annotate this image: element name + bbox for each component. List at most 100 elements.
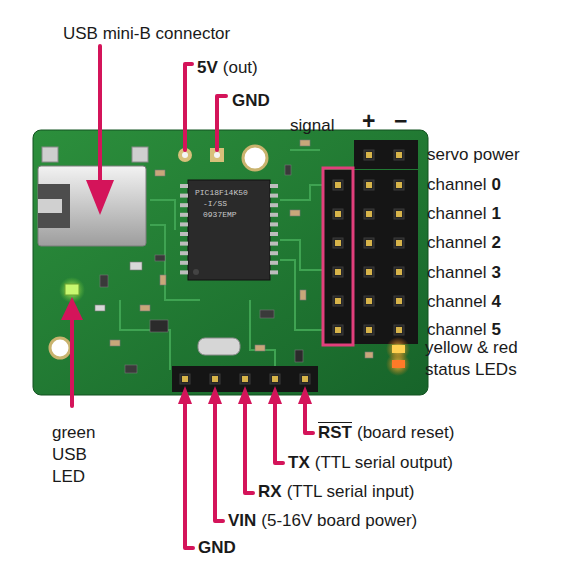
servo-header <box>324 170 418 344</box>
pin-socket <box>333 267 343 277</box>
smd-part <box>285 165 291 175</box>
smd-part <box>260 310 274 318</box>
label-group: green USB LED <box>52 422 104 488</box>
header-pin <box>335 327 341 333</box>
header-pin <box>366 327 372 333</box>
pin-label: channel <box>427 233 487 253</box>
smd-part <box>295 350 303 362</box>
usb-tab <box>42 147 58 162</box>
trace <box>290 149 320 151</box>
label-group: − <box>394 111 407 131</box>
column-label: signal <box>290 116 334 136</box>
header-pin <box>335 182 341 188</box>
usb-connector <box>38 166 146 246</box>
chip-pin <box>180 270 188 274</box>
leader-line <box>98 46 102 184</box>
pin-label: (TTL serial input) <box>287 482 415 502</box>
label-group: channel2 <box>427 233 501 253</box>
header-pin <box>396 327 402 333</box>
pin-socket <box>394 150 404 160</box>
mounting-hole <box>50 338 70 358</box>
label-group: RST(board reset) <box>318 423 454 443</box>
header-pin <box>335 298 341 304</box>
header-pin <box>366 298 372 304</box>
signal-column-outline <box>323 168 353 345</box>
chip-pin <box>270 261 278 265</box>
header-pins <box>333 150 404 335</box>
pin-label: channel <box>427 204 487 224</box>
arrow-head <box>61 297 83 320</box>
usb-tab <box>132 147 148 162</box>
chip-pin <box>180 222 188 226</box>
header-pin <box>396 240 402 246</box>
pin-label: TX <box>288 453 310 473</box>
pin-socket <box>394 209 404 219</box>
pin-label: 1 <box>492 204 501 224</box>
pin-label: VIN <box>228 511 256 531</box>
pin-socket <box>394 296 404 306</box>
pin-label: channel <box>427 320 487 340</box>
chip-pin <box>180 213 188 217</box>
chip-pin <box>180 251 188 255</box>
leader-line <box>185 64 192 150</box>
smd-part <box>110 340 120 346</box>
header-pin <box>182 376 188 382</box>
header-pin <box>366 269 372 275</box>
label-group: + <box>362 111 375 131</box>
pin-socket <box>394 238 404 248</box>
leader-line <box>185 400 193 548</box>
pin-socket <box>333 180 343 190</box>
smd-part <box>160 275 166 285</box>
pin-socket <box>333 238 343 248</box>
label-group: VIN(5-16V board power) <box>228 511 417 531</box>
pin-socket <box>364 238 374 248</box>
arrow-head <box>86 180 114 215</box>
arrow-head <box>208 386 222 404</box>
pin-label: (TTL serial output) <box>315 453 453 473</box>
serial-pins <box>180 374 310 384</box>
header-pin <box>366 152 372 158</box>
smd-part <box>365 352 373 358</box>
leader-line <box>70 318 74 406</box>
led-glow <box>386 352 410 376</box>
pin-label: RX <box>258 482 282 502</box>
pin-socket <box>333 209 343 219</box>
column-label: + <box>362 111 375 131</box>
header-pin <box>396 182 402 188</box>
pin-label: green USB LED <box>52 423 95 486</box>
pcb <box>33 130 428 395</box>
smd-part <box>140 305 150 311</box>
chip-pin <box>180 194 188 198</box>
trace <box>250 300 275 370</box>
pin-label: USB mini-B connector <box>63 24 230 44</box>
power-header <box>354 140 418 169</box>
usb-tongue <box>38 199 62 213</box>
header-pin <box>335 240 341 246</box>
header-pin <box>335 211 341 217</box>
label-group: TX(TTL serial output) <box>288 453 453 473</box>
arrow-head <box>238 386 252 404</box>
pin-label: RST <box>318 423 352 443</box>
chip-marking: -I/SS <box>203 199 227 209</box>
label-group: 5V(out) <box>197 58 258 78</box>
usb-opening <box>38 184 70 228</box>
pin-socket <box>364 296 374 306</box>
chip-pin <box>270 242 278 246</box>
smd-part <box>300 290 306 300</box>
pin-socket <box>364 180 374 190</box>
microcontroller <box>188 180 270 280</box>
pin-label: 2 <box>492 233 501 253</box>
pin-socket <box>270 374 280 384</box>
chip-pin <box>270 184 278 188</box>
pin-socket <box>210 374 220 384</box>
pin-label: servo power <box>427 145 520 165</box>
leader-lines <box>72 46 313 548</box>
pin-label: 5V <box>197 58 218 78</box>
label-group: channel4 <box>427 292 501 312</box>
pin-label: GND <box>198 538 236 558</box>
trace <box>120 300 170 370</box>
green-led <box>65 284 79 295</box>
column-label: − <box>394 111 407 131</box>
pin-label: (out) <box>223 58 258 78</box>
pin-socket <box>364 267 374 277</box>
